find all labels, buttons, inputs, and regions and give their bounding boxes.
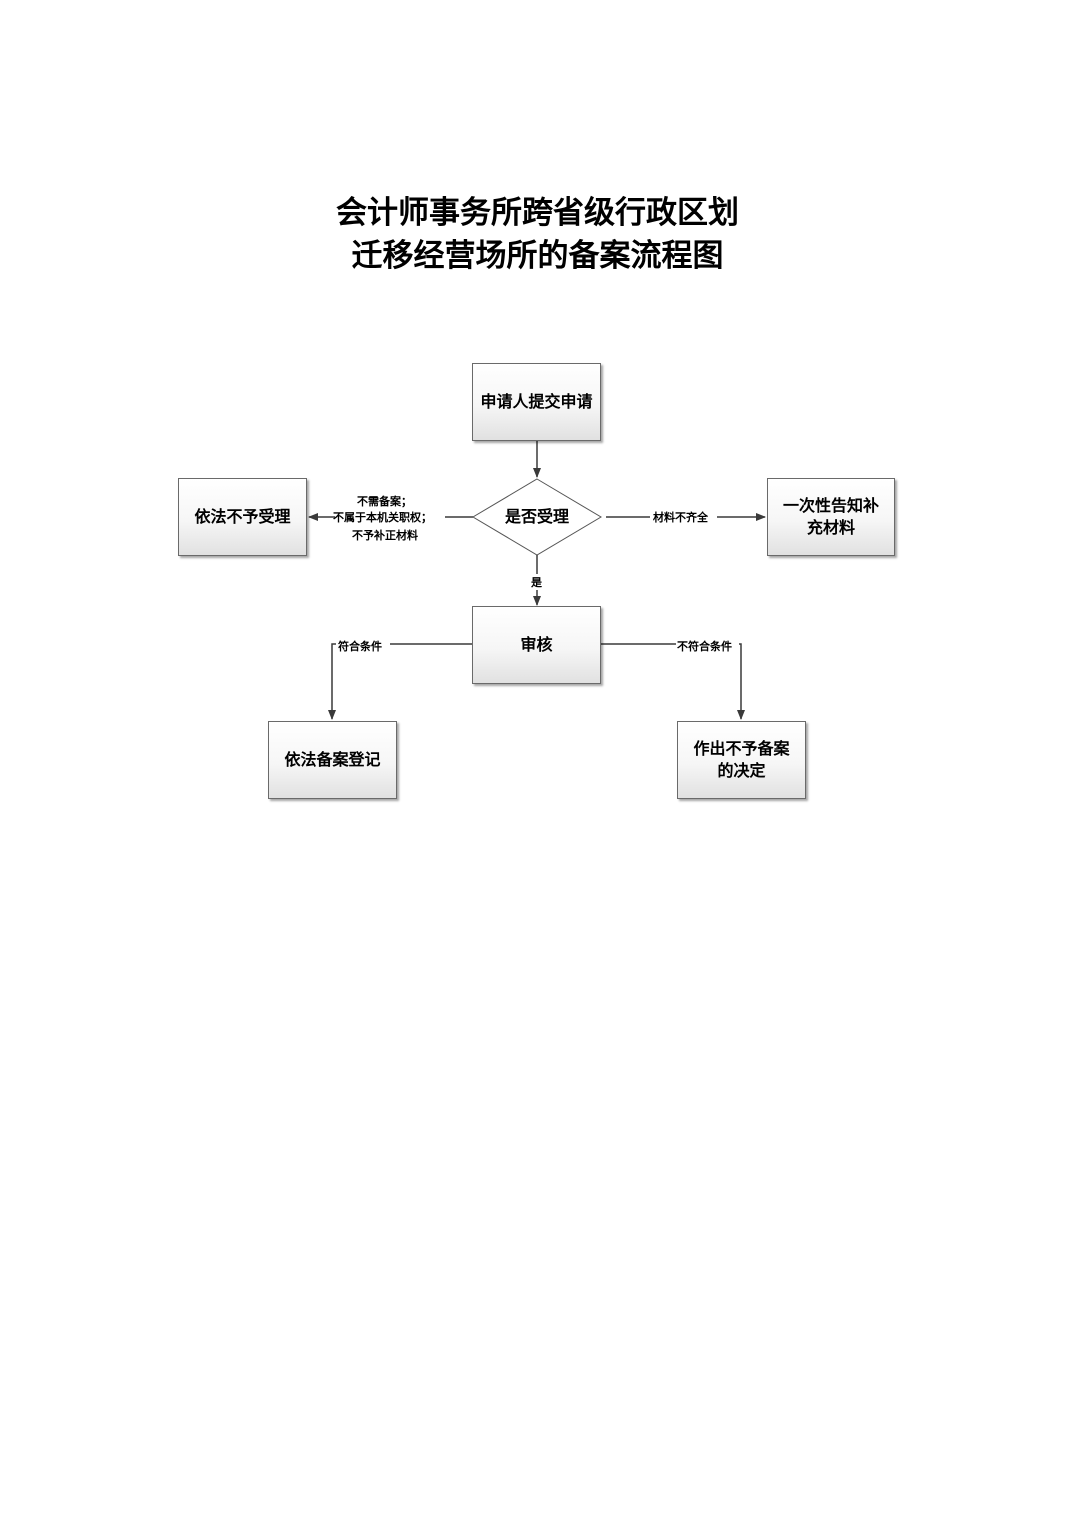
node-reject-label: 依法不予受理 [194, 507, 291, 526]
node-register-label: 依法备案登记 [284, 750, 381, 769]
edge-reject-label-1: 不需备案； [357, 495, 412, 508]
page-title-line-1: 会计师事务所跨省级行政区划 [336, 195, 739, 231]
edge-reject-label-3: 不予补正材料 [352, 529, 418, 542]
node-review: 审核 [472, 606, 601, 684]
edge-supplement-label: 材料不齐全 [653, 511, 708, 524]
node-deny: 作出不予备案的决定 [677, 721, 806, 799]
edge-reject-label-2: 不属于本机关职权； [333, 511, 432, 524]
node-supplement: 一次性告知补充材料 [767, 478, 895, 556]
arrow-review-to-deny-head [737, 643, 745, 720]
page-title-line-2: 迁移经营场所的备案流程图 [351, 238, 724, 274]
node-supplement-label: 一次性告知补充材料 [782, 496, 879, 537]
node-deny-label: 作出不予备案的决定 [693, 739, 790, 780]
arrow-review-to-register-head [328, 643, 336, 720]
edge-meets-label: 符合条件 [338, 640, 382, 653]
edge-not-meets-label: 不符合条件 [677, 640, 732, 653]
node-reject: 依法不予受理 [178, 478, 307, 556]
node-register: 依法备案登记 [268, 721, 397, 799]
node-review-label: 审核 [520, 635, 553, 654]
node-decision-label: 是否受理 [504, 507, 569, 526]
node-start-label: 申请人提交申请 [480, 392, 593, 411]
node-start: 申请人提交申请 [472, 363, 601, 441]
edge-accept-label: 是 [531, 576, 542, 589]
